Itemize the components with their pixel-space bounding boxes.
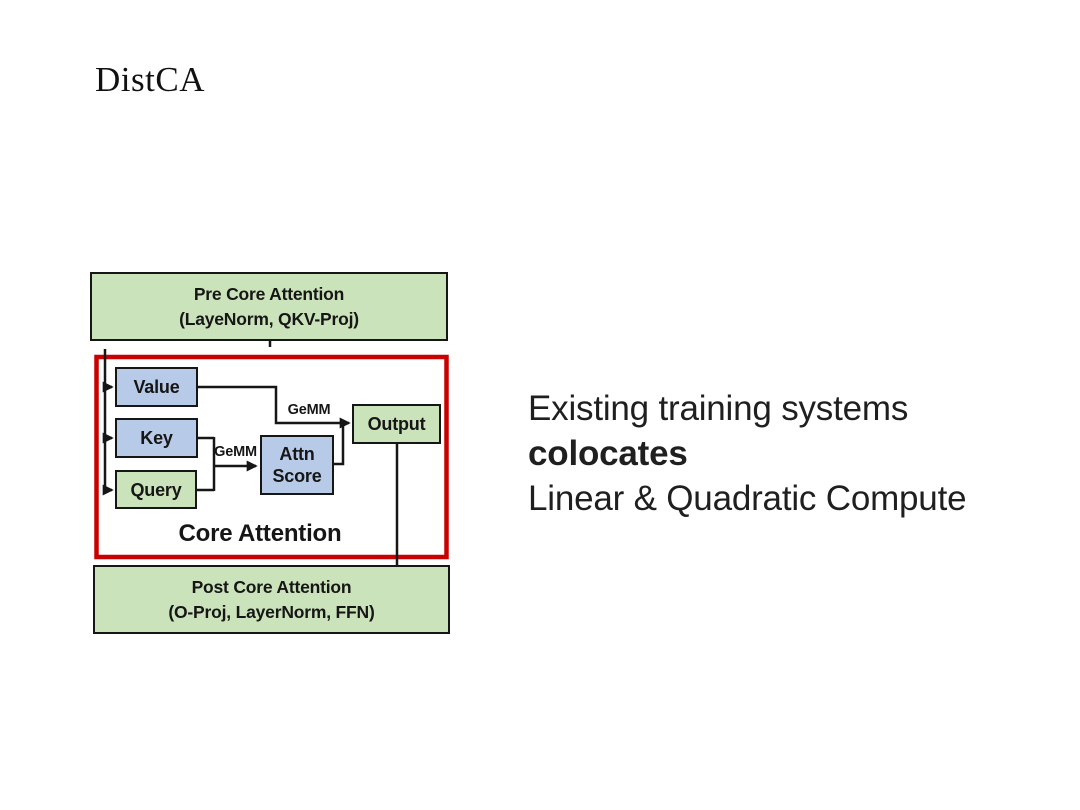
attn-score-label-line1: Attn — [279, 444, 315, 464]
attn-score-node: Attn Score — [260, 435, 334, 495]
pre-box-label-line2: (LayeNorm, QKV-Proj) — [179, 308, 359, 329]
edge-attn-to-output — [334, 424, 345, 466]
pre-core-attention-box: Pre Core Attention (LayeNorm, QKV-Proj) — [90, 272, 448, 341]
value-node: Value — [115, 367, 198, 407]
output-node-label: Output — [367, 414, 426, 434]
caption-line-2: colocates — [528, 434, 688, 473]
caption-text: Existing training systems colocates Line… — [528, 386, 967, 521]
gemm-label-value-output: GeMM — [287, 402, 331, 418]
caption-line-3: Linear & Quadratic Compute — [528, 479, 967, 518]
post-box-label-line2: (O-Proj, LayerNorm, FFN) — [168, 601, 375, 622]
post-core-attention-box: Post Core Attention (O-Proj, LayerNorm, … — [93, 565, 450, 634]
gemm-label-query-key: GeMM — [214, 444, 257, 460]
caption-line-1: Existing training systems — [528, 389, 909, 428]
value-node-label: Value — [133, 377, 180, 397]
query-node-label: Query — [130, 479, 182, 500]
key-node-label: Key — [140, 428, 173, 448]
output-node: Output — [352, 404, 441, 444]
attn-score-label-line2: Score — [272, 466, 322, 486]
post-box-label-line1: Post Core Attention — [191, 576, 352, 597]
key-node: Key — [115, 418, 198, 458]
query-node: Query — [115, 470, 197, 509]
core-attention-label: Core Attention — [178, 520, 342, 547]
pre-box-label-line1: Pre Core Attention — [193, 283, 345, 304]
slide-title: DistCA — [95, 60, 205, 99]
